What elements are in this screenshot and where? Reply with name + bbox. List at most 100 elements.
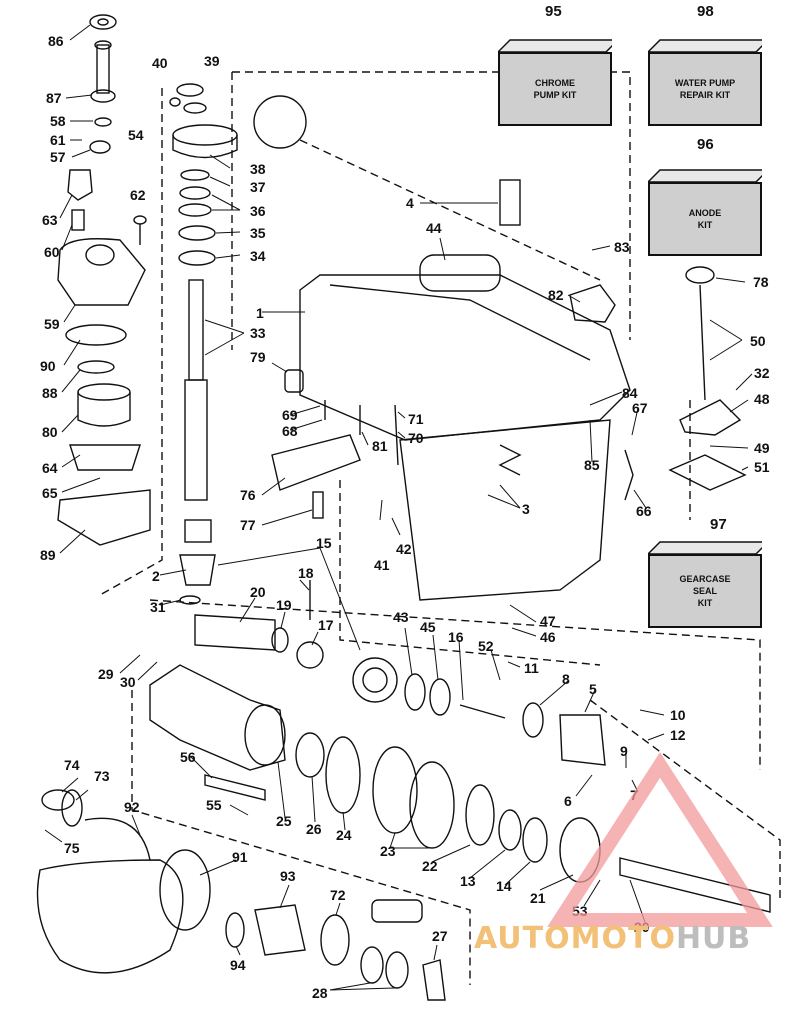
callout: 11 [524, 660, 539, 676]
callout: 85 [584, 457, 600, 473]
callout: 47 [540, 613, 556, 629]
callout: 72 [330, 887, 346, 903]
callout: 52 [478, 638, 494, 654]
leader-lines [44, 24, 753, 991]
callout: 76 [240, 487, 256, 503]
callout: 30 [120, 674, 136, 690]
kit-box-front: ANODE KIT [648, 182, 762, 256]
callout: 66 [636, 503, 652, 519]
callout: 83 [614, 239, 630, 255]
watermark-text-b: HUB [675, 921, 752, 956]
callout: 64 [42, 460, 58, 476]
gearcase-housing [271, 179, 747, 601]
callout: 89 [40, 547, 56, 563]
callout: 94 [230, 957, 246, 973]
water-pump-parts [57, 14, 151, 546]
callout: 45 [420, 619, 436, 635]
kit-box-water-pump: WATER PUMP REPAIR KIT [648, 38, 768, 130]
callout: 79 [250, 349, 266, 365]
callout: 31 [150, 599, 166, 615]
callout: 44 [426, 220, 442, 236]
callout: 35 [250, 225, 266, 241]
callout: 57 [50, 149, 66, 165]
callout: 27 [432, 928, 448, 944]
callout: 88 [42, 385, 58, 401]
callout: 3 [522, 501, 530, 517]
kit-label: GEARCASE SEAL KIT [679, 574, 731, 608]
kit-number: 97 [710, 516, 727, 533]
callout: 4 [406, 195, 414, 211]
callout: 34 [250, 248, 266, 264]
callout: 75 [64, 840, 80, 856]
callout: 62 [130, 187, 146, 203]
callout: 14 [496, 878, 512, 894]
callout: 54 [128, 127, 144, 143]
callout: 42 [396, 541, 412, 557]
callout: 90 [40, 358, 56, 374]
callout: 13 [460, 873, 476, 889]
kit-label: WATER PUMP REPAIR KIT [674, 78, 736, 100]
callout: 21 [530, 890, 546, 906]
callout: 17 [318, 617, 334, 633]
callout: 58 [50, 113, 66, 129]
kit-label: CHROME PUMP KIT [533, 78, 577, 100]
callout: 55 [206, 797, 222, 813]
callout: 9 [620, 743, 628, 759]
dashed-boundaries [99, 71, 781, 985]
callout: 43 [393, 609, 409, 625]
callout: 37 [250, 179, 266, 195]
callout: 74 [64, 757, 80, 773]
callout: 5 [589, 681, 597, 697]
callout: 40 [152, 55, 168, 71]
callout: 39 [204, 53, 220, 69]
callout: 91 [232, 849, 248, 865]
callout: 18 [298, 565, 314, 581]
callout: 41 [374, 557, 390, 573]
callout: 51 [754, 459, 770, 475]
callout: 93 [280, 868, 296, 884]
callout: 61 [50, 132, 66, 148]
callout: 92 [124, 799, 140, 815]
callout: 25 [276, 813, 292, 829]
callout: 26 [306, 821, 322, 837]
callout: 78 [753, 274, 769, 290]
callout: 24 [336, 827, 352, 843]
kit-box-front: WATER PUMP REPAIR KIT [648, 52, 762, 126]
callout: 70 [408, 430, 424, 446]
watermark-triangle [547, 752, 773, 927]
callout: 12 [670, 727, 686, 743]
callout: 28 [312, 985, 328, 1001]
callout: 10 [670, 707, 686, 723]
kit-number: 96 [697, 136, 714, 153]
callout: 60 [44, 244, 60, 260]
kit-label: ANODE KIT [688, 208, 722, 230]
callout: 56 [180, 749, 196, 765]
callout: 84 [622, 385, 638, 401]
callout: 71 [408, 411, 424, 427]
callout: 48 [754, 391, 770, 407]
callout: 59 [44, 316, 60, 332]
callout: 33 [250, 325, 266, 341]
callout: 49 [754, 440, 770, 456]
callout: 86 [48, 33, 64, 49]
callout: 81 [372, 438, 388, 454]
callout: 68 [282, 423, 298, 439]
callout: 80 [42, 424, 58, 440]
callout: 16 [448, 629, 464, 645]
callout: 15 [316, 535, 332, 551]
kit-box-front: CHROME PUMP KIT [498, 52, 612, 126]
callout: 6 [564, 793, 572, 809]
watermark-logo: AUTOMOTOHUB [474, 921, 751, 956]
callout: 50 [750, 333, 766, 349]
callout: 32 [754, 365, 770, 381]
callout: 2 [152, 568, 160, 584]
callout: 1 [256, 305, 264, 321]
callout: 67 [632, 400, 648, 416]
driveshaft-parts [133, 83, 307, 605]
kit-box-anode: ANODE KIT [648, 168, 768, 260]
callout: 38 [250, 161, 266, 177]
callout: 63 [42, 212, 58, 228]
callout: 87 [46, 90, 62, 106]
